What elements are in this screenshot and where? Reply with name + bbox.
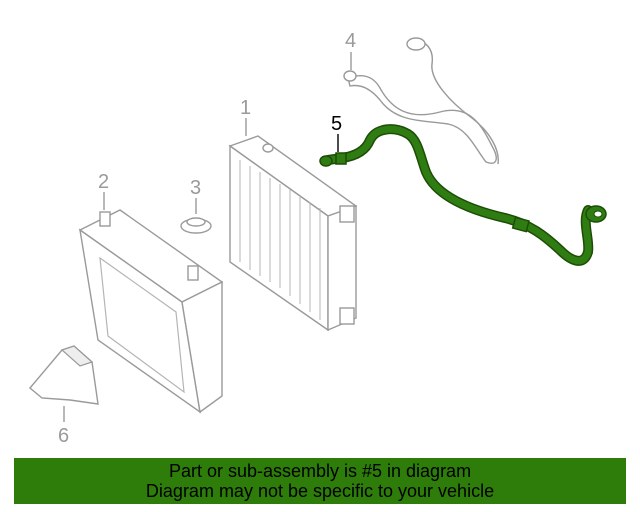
banner-line-1: Part or sub-assembly is #5 in diagram xyxy=(168,461,472,481)
callout-1[interactable]: 1 xyxy=(240,97,251,119)
part-1-radiator[interactable] xyxy=(228,135,358,332)
part-4-hose[interactable] xyxy=(343,37,499,165)
part-3-grommet[interactable] xyxy=(180,217,212,234)
callout-2[interactable]: 2 xyxy=(98,171,109,193)
banner-line-2: Diagram may not be specific to your vehi… xyxy=(145,481,495,501)
part-5-hose[interactable] xyxy=(319,124,607,266)
callout-5[interactable]: 5 xyxy=(331,113,342,135)
callout-4[interactable]: 4 xyxy=(345,30,356,52)
part-6-deflector[interactable] xyxy=(29,345,99,405)
info-banner: Part or sub-assembly is #5 in diagram Di… xyxy=(14,458,626,504)
parts-diagram: 4 5 1 xyxy=(29,30,607,447)
part-2-frame[interactable] xyxy=(78,209,224,414)
callout-6[interactable]: 6 xyxy=(58,425,69,447)
callout-3[interactable]: 3 xyxy=(190,177,201,199)
